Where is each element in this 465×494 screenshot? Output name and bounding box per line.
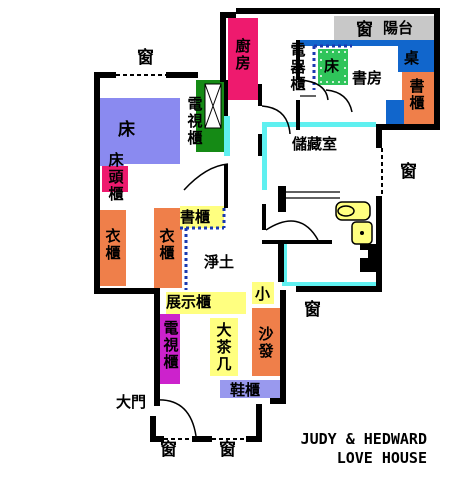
label-shoe-cabinet: 鞋櫃 [230,381,261,399]
label-study-bookcase: 書櫃 [409,77,425,112]
label-window-study: 窗 [356,20,373,40]
label-appliance-cabinet: 電器櫃 [290,41,306,93]
label-desk: 桌 [404,49,420,67]
label-balcony: 陽台 [383,19,414,37]
wardrobe-right-block [154,208,182,288]
window-openings [116,74,383,440]
label-living-tv: 電視櫃 [163,319,179,371]
door-swings [155,79,353,437]
balcony-area [334,16,438,40]
cyan-wall-bath [282,244,287,284]
headboard-block [102,166,128,192]
label-window-bedroom: 窗 [137,48,154,68]
label-bedroom-tv: 電視櫃 [187,95,203,147]
desk-block [398,46,438,72]
label-display-cabinet: 展示櫃 [166,293,212,311]
caption-line2: LOVE HOUSE [336,449,427,467]
caption-line1: JUDY & HEDWARD [300,430,427,448]
wardrobe-left-block [100,210,126,286]
study-bookcase-block [402,72,438,124]
sofa-block [252,308,280,376]
label-kitchen: 廚房 [235,37,251,72]
display-cabinet-block [166,292,246,314]
label-window-bottom-left: 窗 [160,440,177,460]
study-bed-dots [320,51,346,83]
label-headboard: 床頭櫃 [108,151,124,203]
cyan-wall-bath-bottom [282,282,378,286]
shoe-cabinet-block [220,380,280,398]
small-table-block [252,282,274,304]
label-storage: 儲藏室 [292,135,338,153]
washbasin-drain [360,231,364,235]
door-bars [284,95,340,199]
study-bed-block [318,49,348,85]
label-main-door: 大門 [116,393,147,411]
kitchen-block [228,18,258,100]
label-bookcase: 書櫃 [180,208,211,226]
label-bedroom-bed: 床 [118,120,135,140]
living-tv-block [160,314,180,384]
walls [94,8,440,442]
cyan-wall-bedroom [224,116,230,156]
label-window-bottom-right: 窗 [219,440,236,460]
study-blue-band [300,40,438,46]
label-small-table: 小 [255,285,271,303]
label-window-storage: 窗 [400,162,417,182]
bookcase-block [180,206,224,228]
label-sofa: 沙發 [258,325,274,360]
label-washroom: 淨土 [204,253,235,271]
label-window-bath: 窗 [304,300,321,320]
bedroom-bed-lower [100,150,124,166]
cyan-wall-storage-top [262,122,376,127]
label-study: 書房 [352,69,383,87]
label-wardrobe-left: 衣櫃 [105,227,121,262]
label-coffee-table: 大茶几 [216,321,232,373]
label-study-bed: 床 [324,57,340,75]
study-bookcase-blue-strip [386,100,404,124]
label-wardrobe-right: 衣櫃 [159,227,175,262]
coffee-table-block [210,318,238,376]
toilet-bowl [337,205,355,217]
cyan-wall-storage-side [262,122,267,190]
